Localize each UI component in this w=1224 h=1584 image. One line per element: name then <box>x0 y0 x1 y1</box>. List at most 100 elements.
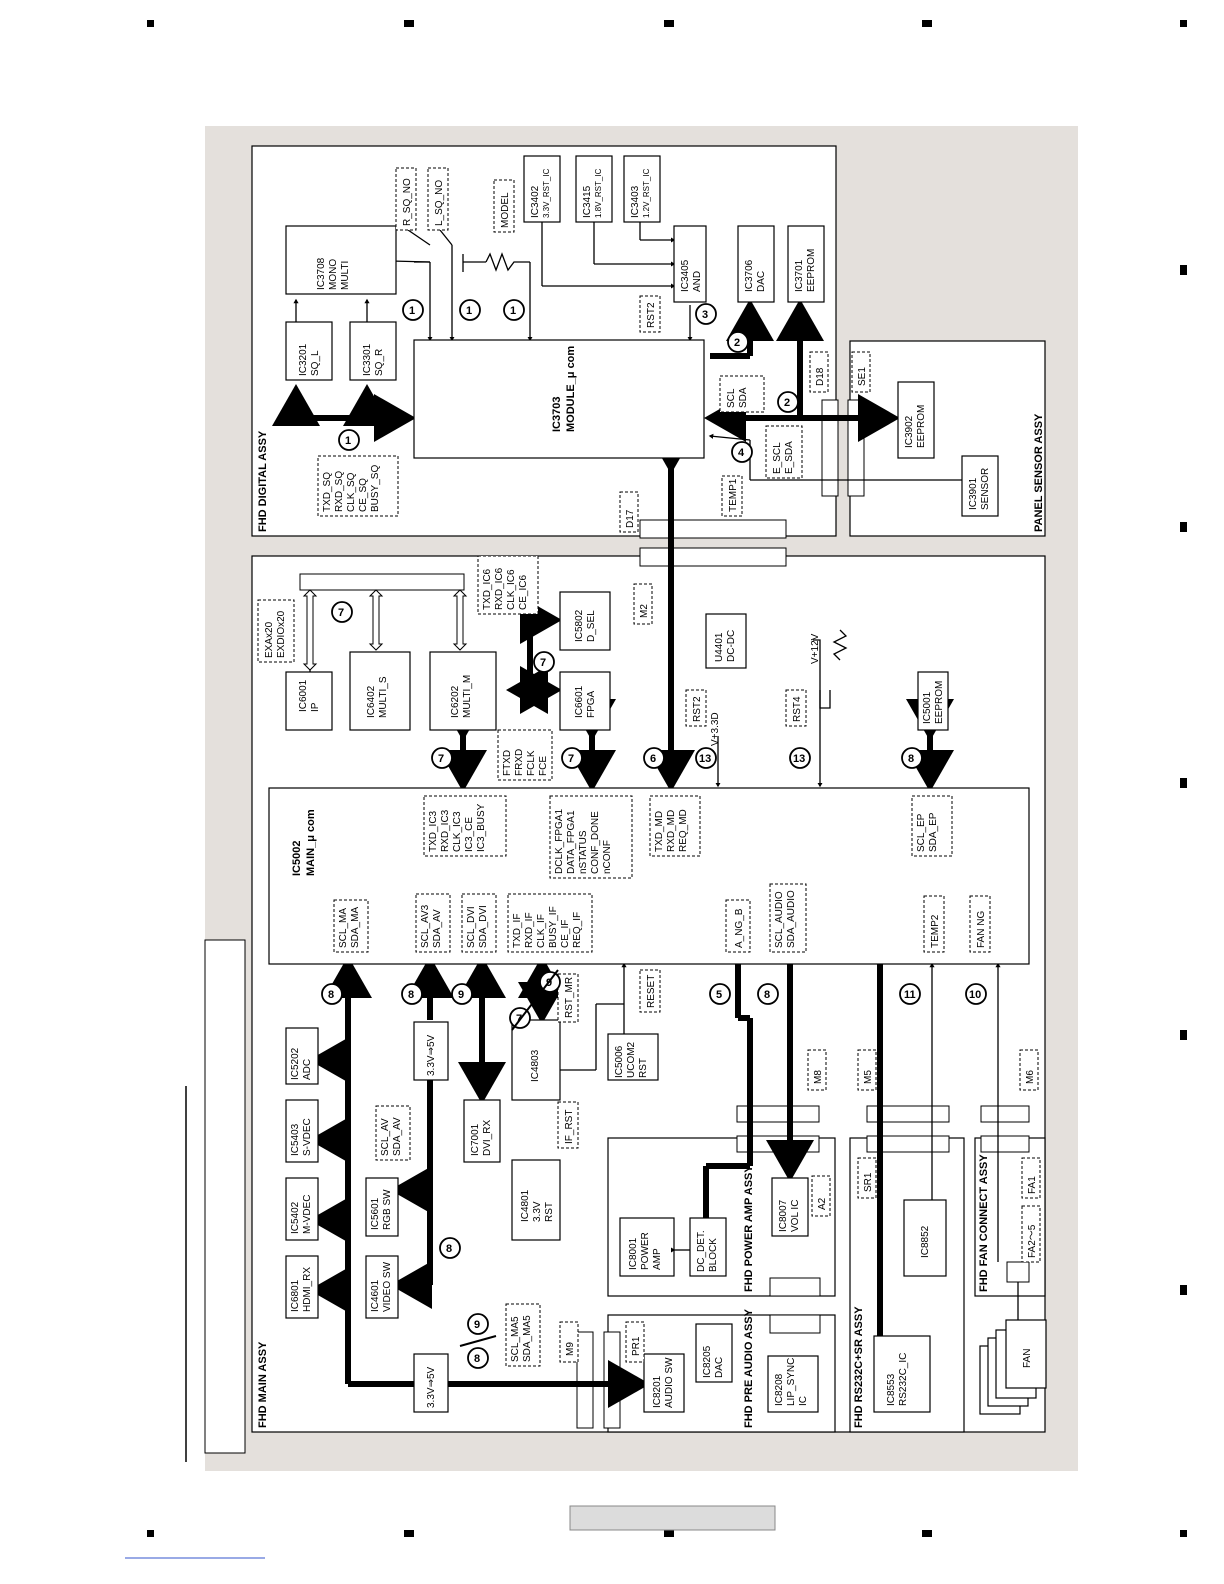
ic5402-m-vdec <box>285 1177 319 1241</box>
svg-text:11: 11 <box>904 989 916 1001</box>
svg-text:IC4803: IC4803 <box>530 1049 541 1082</box>
ic4601-video-sw <box>365 1255 399 1319</box>
ic3708-mono-multi <box>285 225 397 295</box>
svg-text:3.3V⇒5V: 3.3V⇒5V <box>426 1366 437 1408</box>
svg-text:SCL_MA5SDA_MA5: SCL_MA5SDA_MA5 <box>510 1315 533 1362</box>
svg-text:FTXDFRXDFCLKFCE: FTXDFRXDFCLKFCE <box>502 749 549 776</box>
svg-text:TXD_MDRXD_MDREQ_MD: TXD_MDRXD_MDREQ_MD <box>654 809 689 852</box>
ic5002-function: MAIN_μ com <box>305 809 317 876</box>
callouts: 1 1 1 1 3 2 2 4 7 7 7 7 6 13 13 8 8 8 9 … <box>321 299 987 1369</box>
svg-text:5: 5 <box>716 989 722 1001</box>
panel-sensor-assy-frame <box>849 340 1046 537</box>
registration-marks <box>147 20 1187 1537</box>
svg-text:M6: M6 <box>1025 1070 1036 1084</box>
u4401-dc-dc <box>705 613 747 669</box>
fan-label: FAN <box>1022 1349 1033 1368</box>
svg-text:IC6801HDMI_RX: IC6801HDMI_RX <box>290 1267 313 1312</box>
pre-audio-assy-title: FHD PRE AUDIO ASSY <box>743 1308 755 1428</box>
ic6001-ip <box>285 671 333 731</box>
power-amp-assy-title: FHD POWER AMP ASSY <box>743 1165 755 1292</box>
ic5403-s-vdec <box>285 1099 319 1163</box>
svg-text:IC3201SQ_L: IC3201SQ_L <box>298 343 321 376</box>
dc-det-block <box>689 1217 727 1277</box>
svg-text:IC5402M-VDEC: IC5402M-VDEC <box>290 1195 313 1234</box>
svg-text:TXD_IC3RXD_IC3CLK_IC3IC3_CEIC3: TXD_IC3RXD_IC3CLK_IC3IC3_CEIC3_BUSY <box>428 803 487 852</box>
ic3901-sensor <box>961 455 999 517</box>
svg-text:TEMP2: TEMP2 <box>930 914 941 948</box>
svg-text:IC8205DAC: IC8205DAC <box>702 1345 725 1378</box>
svg-text:2: 2 <box>784 397 790 409</box>
svg-text:SR1: SR1 <box>863 1172 874 1192</box>
ic3706-dac <box>737 225 775 303</box>
svg-text:10: 10 <box>969 989 981 1001</box>
rs232c-assy-title: FHD RS232C+SR ASSY <box>853 1306 865 1428</box>
digital-assy-title: FHD DIGITAL ASSY <box>257 430 269 532</box>
svg-text:M9: M9 <box>565 1342 576 1356</box>
ic3301-sq-r <box>349 321 397 381</box>
svg-text:9: 9 <box>458 989 464 1001</box>
converter-3v3-5v-upper <box>413 1021 449 1081</box>
svg-text:7: 7 <box>568 753 574 765</box>
ic5006-ucom2-rst <box>607 1033 659 1081</box>
svg-text:D17: D17 <box>625 509 636 528</box>
ic5601-rgb-sw <box>365 1177 399 1237</box>
svg-text:IC5601RGB SW: IC5601RGB SW <box>370 1189 393 1230</box>
ic6202-multi-m <box>429 651 497 731</box>
signal-lines <box>293 222 1019 1320</box>
svg-text:4: 4 <box>738 447 745 459</box>
ic5002-id: IC5002 <box>291 841 303 876</box>
ic3403-1v2-rst <box>623 155 661 223</box>
svg-text:IC48013.3VRST: IC48013.3VRST <box>520 1189 555 1222</box>
svg-text:1: 1 <box>345 435 351 447</box>
svg-text:IC34151.8V_RST_IC: IC34151.8V_RST_IC <box>582 168 603 218</box>
svg-text:TXD_IFRXD_IFCLK_IFBUSY_IFCE_IF: TXD_IFRXD_IFCLK_IFBUSY_IFCE_IFREQ_IF <box>512 906 583 948</box>
svg-text:IC4601VIDEO SW: IC4601VIDEO SW <box>370 1261 393 1312</box>
svg-text:7: 7 <box>438 753 444 765</box>
signal-labels: R_SQ_NO L_SQ_NO MODEL RST2 TXD_SQRXD_SQC… <box>257 167 991 1367</box>
svg-text:7: 7 <box>338 607 344 619</box>
svg-text:SCL_AUDIOSDA_AUDIO: SCL_AUDIOSDA_AUDIO <box>774 890 797 948</box>
svg-text:2: 2 <box>734 337 740 349</box>
ic3902-eeprom <box>897 381 935 459</box>
page-number-box <box>569 1505 776 1531</box>
ic8553-rs232c <box>873 1335 931 1413</box>
svg-text:9: 9 <box>474 1319 480 1331</box>
converter-3v3-5v-lower <box>413 1353 449 1413</box>
svg-text:D18: D18 <box>815 367 826 386</box>
svg-text:FA2〜5: FA2〜5 <box>1027 1224 1038 1258</box>
svg-text:M5: M5 <box>863 1070 874 1084</box>
ic3703-module-ucom <box>413 339 705 459</box>
ic8205-dac <box>695 1323 733 1383</box>
svg-text:6: 6 <box>650 753 656 765</box>
svg-text:IC34023.3V_RST_IC: IC34023.3V_RST_IC <box>530 168 551 218</box>
svg-text:V+12V: V+12V <box>810 633 821 664</box>
ic8208-lip-sync <box>767 1355 819 1413</box>
svg-text:R_SQ_NO: R_SQ_NO <box>402 178 413 226</box>
panel-sensor-assy-title: PANEL SENSOR ASSY <box>1033 413 1045 532</box>
svg-text:IC3706DAC: IC3706DAC <box>744 259 767 292</box>
svg-text:IC8553RS232C_IC: IC8553RS232C_IC <box>886 1353 909 1406</box>
svg-text:PR1: PR1 <box>631 1336 642 1356</box>
svg-text:E_SCLE_SDA: E_SCLE_SDA <box>772 441 795 474</box>
ic8007-vol-ic <box>771 1177 809 1237</box>
svg-text:RST2: RST2 <box>692 696 703 722</box>
ic5002-main-ucom <box>268 787 1030 965</box>
ic3402-3v3-rst <box>523 155 561 223</box>
svg-text:1: 1 <box>466 305 472 317</box>
svg-text:RST4: RST4 <box>792 696 803 722</box>
svg-text:SCL_AVSDA_AV: SCL_AVSDA_AV <box>380 1117 403 1156</box>
svg-text:EXAx20EXDIOx20: EXAx20EXDIOx20 <box>264 610 287 658</box>
svg-text:SCL_DVISDA_DVI: SCL_DVISDA_DVI <box>466 905 489 948</box>
ic5202-adc <box>285 1027 319 1085</box>
svg-text:8: 8 <box>446 1243 452 1255</box>
ic5802-d-sel <box>559 591 611 651</box>
ic3703-id: IC3703 <box>551 397 563 432</box>
svg-text:IC5001EEPROM: IC5001EEPROM <box>922 681 945 724</box>
svg-text:M8: M8 <box>813 1070 824 1084</box>
svg-text:1: 1 <box>510 305 516 317</box>
svg-text:IC8007VOL IC: IC8007VOL IC <box>778 1199 801 1232</box>
ic6601-fpga <box>559 671 611 731</box>
svg-text:1: 1 <box>409 305 415 317</box>
svg-text:V+3.3D: V+3.3D <box>710 712 721 746</box>
